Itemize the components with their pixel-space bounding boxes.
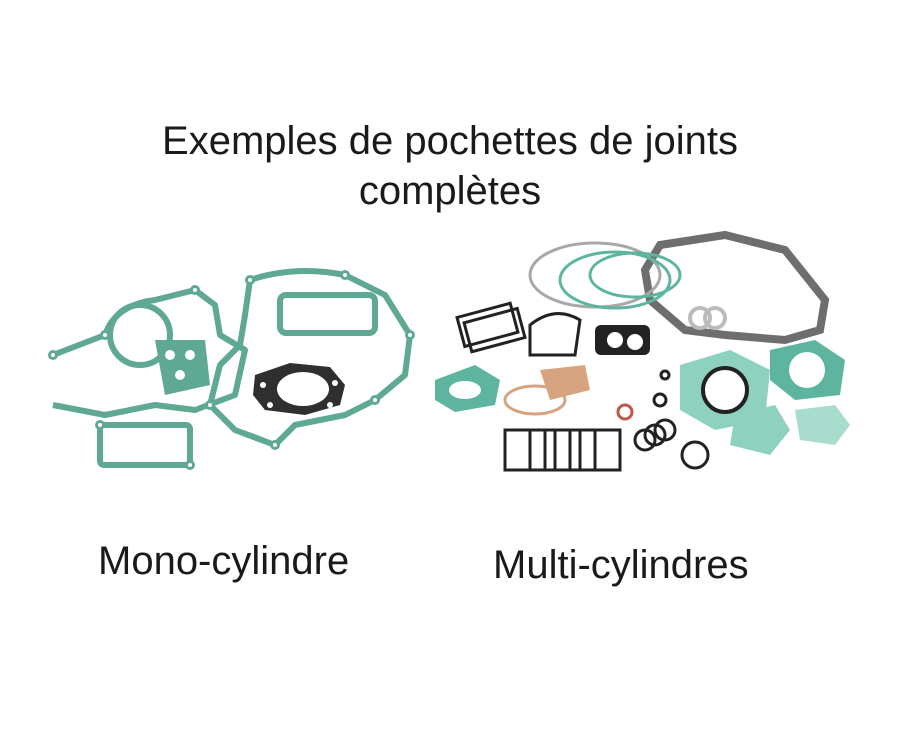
heading-line-1: Exemples de pochettes de joints: [162, 119, 738, 163]
caption-multi-cylinder: Multi-cylindres: [493, 543, 749, 587]
gasket-kit-illustration-icon: [435, 230, 850, 472]
gasket-illustration-icon: [48, 268, 415, 470]
multi-cylinder-gasket-image: [425, 230, 865, 480]
heading-line-2: complètes: [358, 169, 542, 213]
single-cylinder-gasket-image: [45, 255, 425, 480]
caption-single-cylinder: Mono-cylindre: [98, 539, 350, 583]
